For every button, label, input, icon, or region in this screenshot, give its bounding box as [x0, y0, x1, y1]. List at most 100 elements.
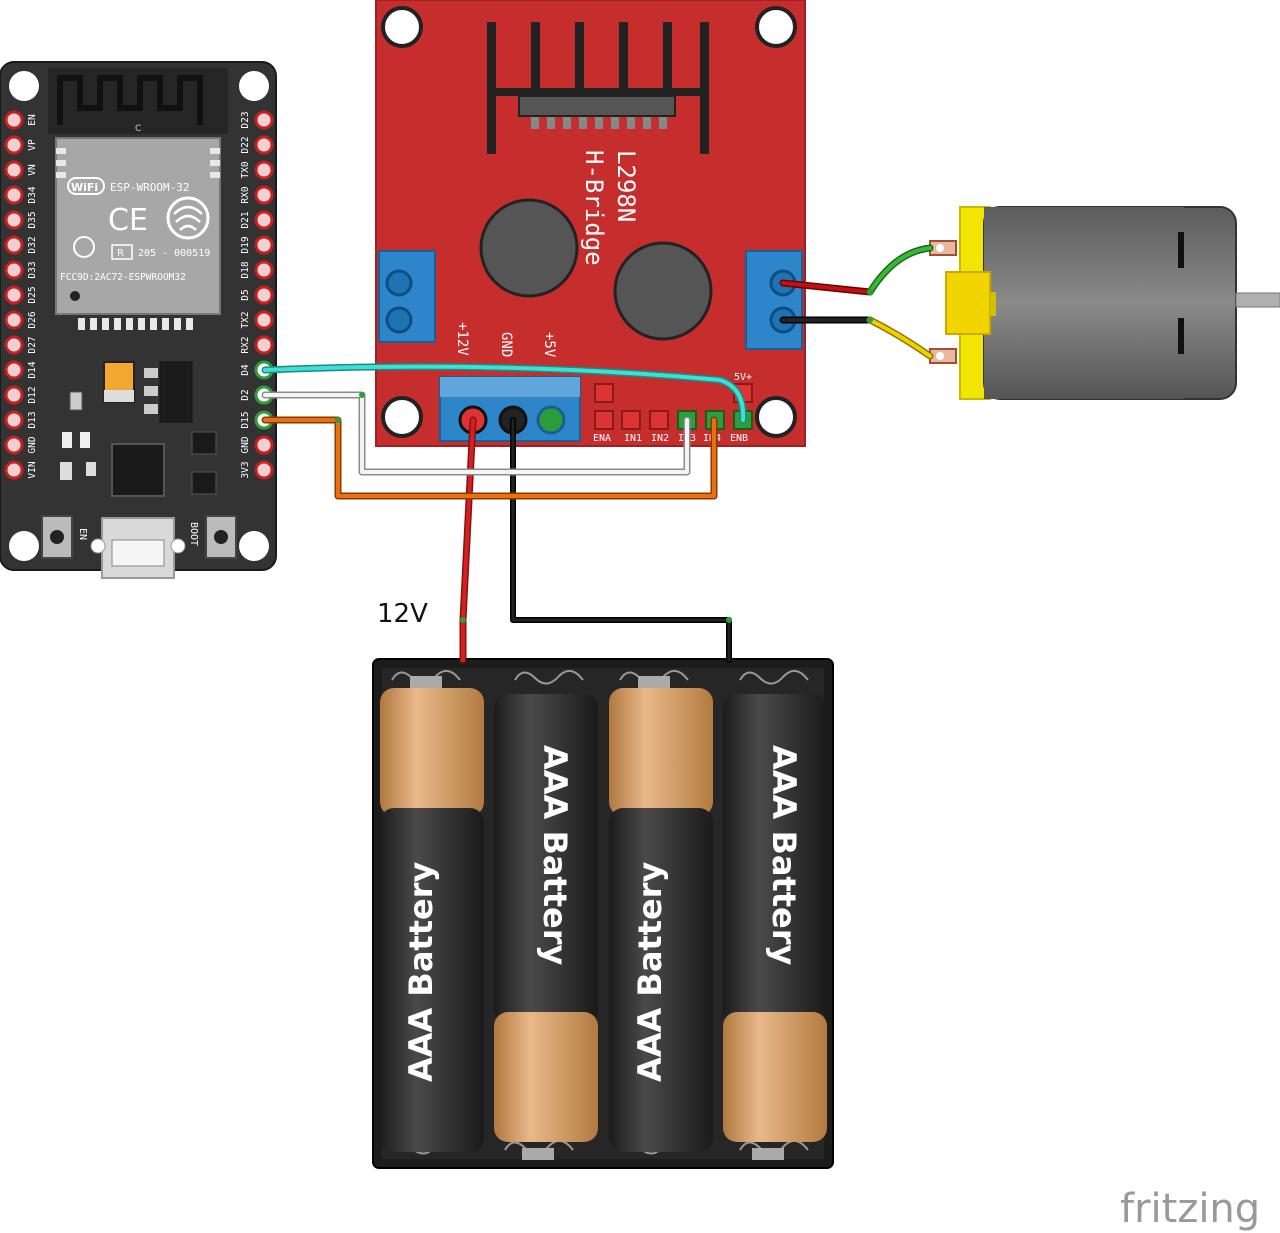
pin-label-tx0-2: TX0	[240, 161, 251, 178]
pin-label-gnd-13: GND	[240, 436, 251, 453]
pin-left-vp-1[interactable]	[4, 135, 24, 155]
mounting-hole	[9, 71, 39, 101]
mounting-hole	[381, 396, 423, 438]
pin-left-d35-4[interactable]	[4, 210, 24, 230]
left-pin-labels: ENVPVND34D35D32D33D25D26D27D14D12D13GNDV…	[27, 114, 38, 479]
pin-label-d15-12: D15	[240, 411, 251, 428]
l298n-board: L298N H-Bridge +12V GND +5V	[375, 0, 806, 447]
label-gnd: GND	[498, 332, 514, 357]
pin-label-d22-1: D22	[240, 136, 251, 153]
en-button-label: EN	[77, 528, 88, 540]
cert-number: 205 - 000519	[138, 248, 210, 259]
mounting-hole	[755, 396, 797, 438]
fcc-id: FCC9D:2AC72-ESPWROOM32	[60, 272, 186, 283]
wifi-logo: WiFi	[71, 181, 98, 194]
fritzing-watermark: fritzing	[1120, 1186, 1260, 1232]
terminal-5v[interactable]	[536, 405, 566, 435]
pin-right-gnd-13[interactable]	[254, 435, 274, 455]
heatsink	[487, 22, 709, 154]
pin-left-d33-6[interactable]	[4, 260, 24, 280]
pin-label-d32-5: D32	[27, 236, 38, 253]
right-pin-labels: D23D22TX0RX0D21D19D18D5TX2RX2D4D2D15GND3…	[240, 111, 251, 478]
pin-left-d13-12[interactable]	[4, 410, 24, 430]
dc-motor	[929, 206, 1280, 400]
pin-label-d19-5: D19	[240, 236, 251, 253]
pin-label-d35-4: D35	[27, 211, 38, 228]
pin-right-d19-5[interactable]	[254, 235, 274, 255]
mounting-hole	[381, 6, 423, 48]
pin-label-d25-7: D25	[27, 286, 38, 303]
pin-right-d22-1[interactable]	[254, 135, 274, 155]
pin-left-d12-11[interactable]	[4, 385, 24, 405]
esp32-board: C WiFi ESP-WROOM-32 CE R 205 - 000519 FC…	[0, 61, 277, 579]
right-pin-header	[254, 110, 274, 480]
module-label: ESP-WROOM-32	[110, 181, 189, 194]
pin-label-en-0: EN	[27, 114, 38, 126]
motor-shaft	[1235, 292, 1280, 308]
pin-right-d5-7[interactable]	[254, 285, 274, 305]
wire-ground[interactable]	[510, 417, 732, 663]
module-pads	[56, 148, 220, 330]
pin-right-3v3-14[interactable]	[254, 460, 274, 480]
mounting-hole	[239, 71, 269, 101]
pin-label-gnd-13: GND	[27, 436, 38, 453]
pin-left-d32-5[interactable]	[4, 235, 24, 255]
pin-left-d14-10[interactable]	[4, 360, 24, 380]
pin-label-d27-9: D27	[27, 336, 38, 353]
pin-label-d18-6: D18	[240, 261, 251, 278]
r-mark: R	[117, 248, 124, 259]
label-ena: ENA	[593, 433, 611, 444]
antenna-c-label: C	[135, 124, 141, 134]
pin-right-d21-4[interactable]	[254, 210, 274, 230]
mounting-hole	[755, 6, 797, 48]
pin-label-vp-1: VP	[27, 139, 38, 151]
pin-label-vn-2: VN	[27, 164, 38, 176]
espressif-logo-icon	[166, 196, 210, 240]
pin-right-tx2-8[interactable]	[254, 310, 274, 330]
pin-label-rx2-9: RX2	[240, 336, 251, 353]
pin-right-rx2-9[interactable]	[254, 335, 274, 355]
pin-left-d26-8[interactable]	[4, 310, 24, 330]
ce-mark: CE	[108, 203, 148, 238]
label-5v: +5V	[541, 332, 557, 358]
pin-label-vin-14: VIN	[27, 461, 38, 478]
pin-label-tx2-8: TX2	[240, 311, 251, 328]
pin-left-vn-2[interactable]	[4, 160, 24, 180]
battery-cell-label: AAA Battery	[536, 745, 574, 966]
antenna-trace	[57, 75, 203, 125]
mounting-hole	[239, 531, 269, 561]
pin-label-d13-12: D13	[27, 411, 38, 428]
pin-left-d25-7[interactable]	[4, 285, 24, 305]
pin-right-d18-6[interactable]	[254, 260, 274, 280]
pin-left-vin-14[interactable]	[4, 460, 24, 480]
board-subtitle: H-Bridge	[580, 150, 608, 266]
pin-left-gnd-13[interactable]	[4, 435, 24, 455]
battery-cell-label: AAA Battery	[631, 862, 669, 1083]
boot-button-label: BOOT	[188, 522, 199, 546]
pin-left-d34-3[interactable]	[4, 185, 24, 205]
pin-label-d12-11: D12	[27, 386, 38, 403]
motor-a-terminal	[378, 250, 436, 343]
pin-label-rx0-3: RX0	[240, 186, 251, 203]
pin-label-d21-4: D21	[240, 211, 251, 228]
battery-pack: AAA Battery AAA Battery AAA Battery AAA …	[372, 658, 834, 1169]
pin-label-d23-0: D23	[240, 111, 251, 128]
usb-uart-chip	[111, 443, 165, 497]
pin-right-tx0-2[interactable]	[254, 160, 274, 180]
pin-right-d23-0[interactable]	[254, 110, 274, 130]
battery-cell-label: AAA Battery	[402, 862, 440, 1083]
battery-cell-2: AAA Battery	[494, 694, 598, 1142]
wires	[261, 244, 934, 664]
label-in2: IN2	[651, 433, 669, 444]
voltage-label: 12V	[377, 599, 428, 629]
cert-mark-icon	[73, 236, 95, 258]
pin-label-d4-10: D4	[240, 364, 251, 376]
board-title: L298N	[612, 150, 640, 222]
pin-left-en-0[interactable]	[4, 110, 24, 130]
left-pin-header	[4, 110, 24, 480]
pin-left-d27-9[interactable]	[4, 335, 24, 355]
battery-cell-1: AAA Battery	[380, 688, 484, 1152]
pin-right-rx0-3[interactable]	[254, 185, 274, 205]
battery-cell-4: AAA Battery	[723, 694, 827, 1142]
label-enb: ENB	[730, 433, 748, 444]
